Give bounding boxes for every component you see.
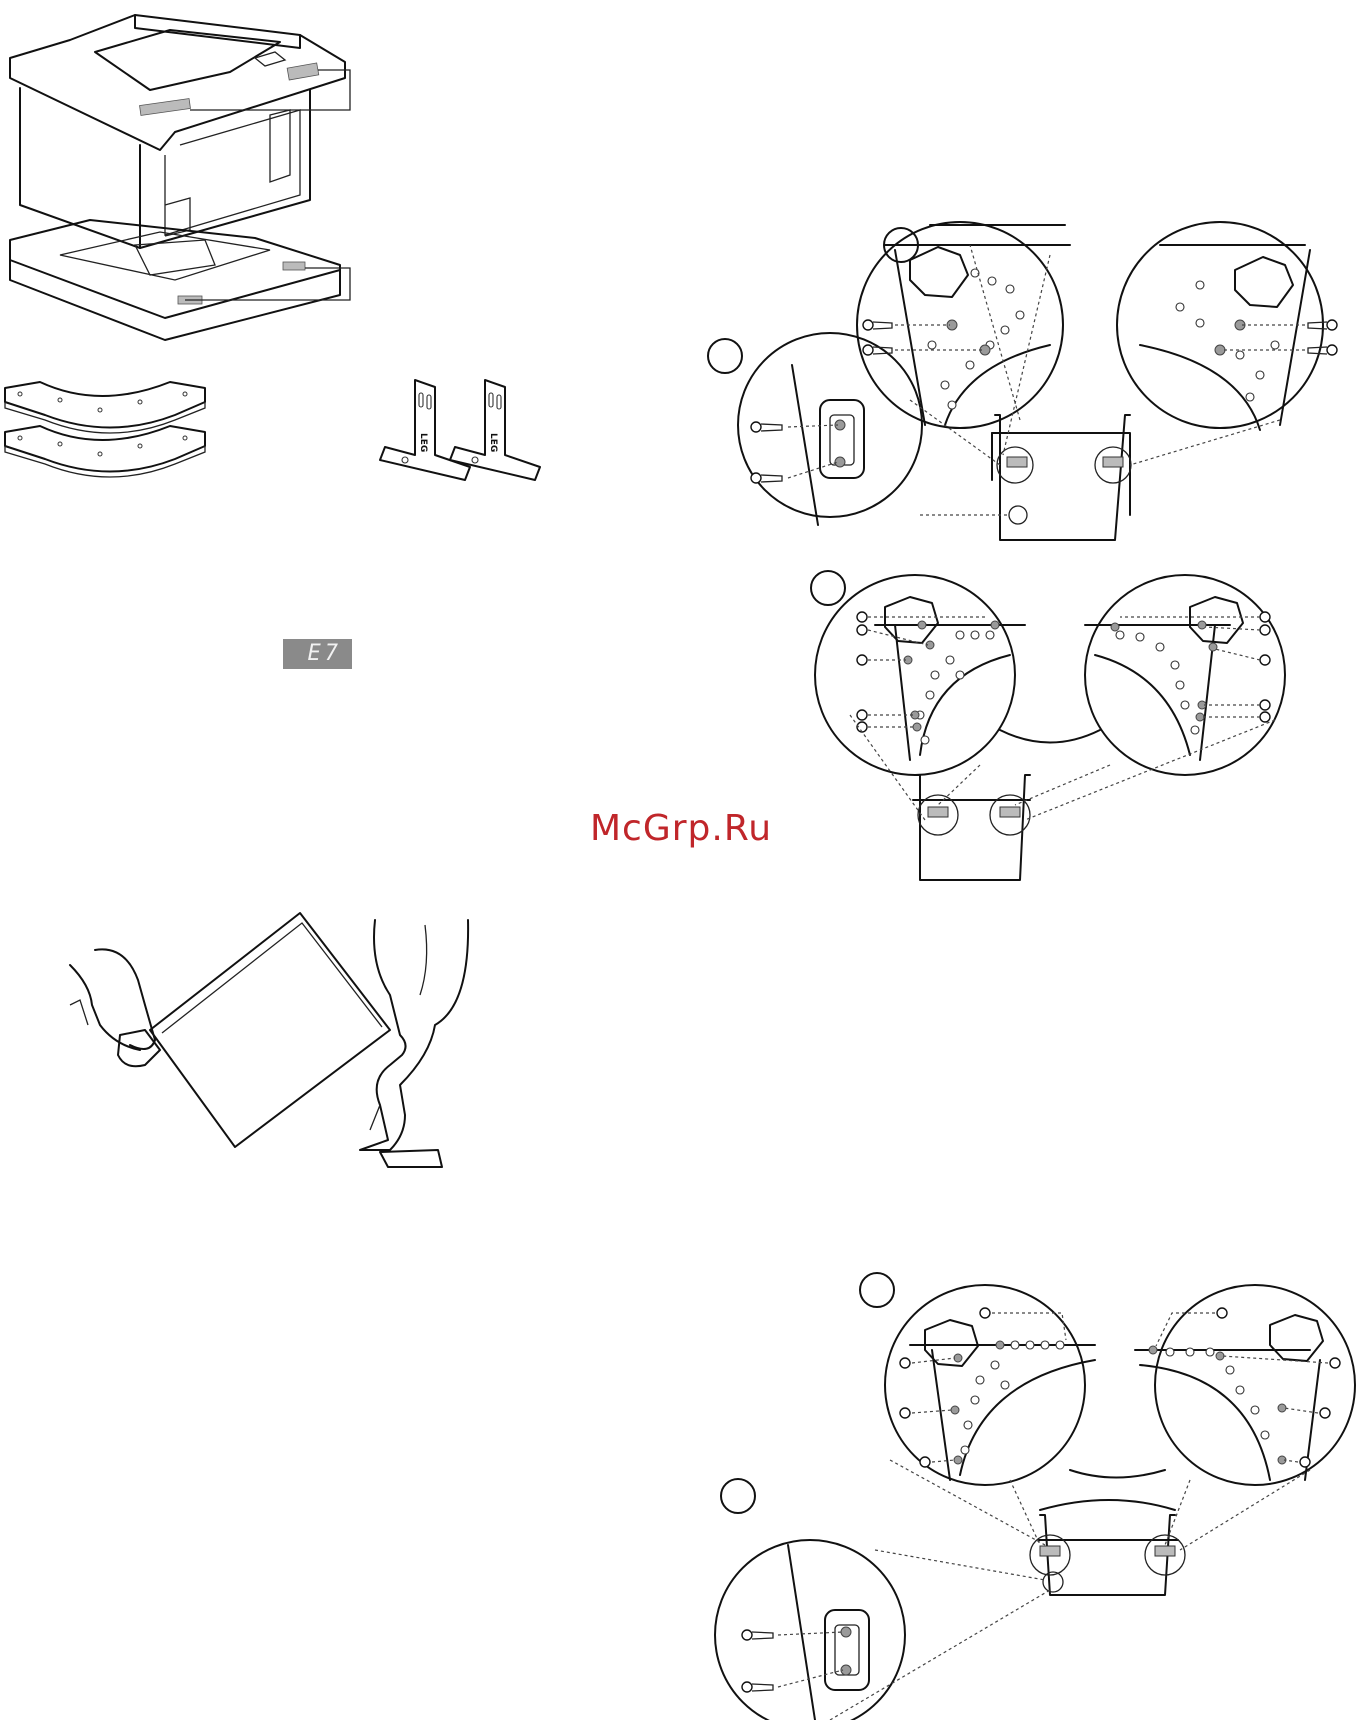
leg-label-left: LEG — [418, 433, 428, 452]
error-code-display: E7 — [283, 639, 352, 669]
leg-label-right: LEG — [488, 433, 498, 452]
leg-brackets-illustration: LEG LEG — [375, 375, 550, 490]
packaging-illustration — [0, 0, 360, 350]
assembly-diagram-middle — [820, 565, 1305, 900]
lifting-illustration — [70, 905, 490, 1180]
watermark: McGrp.Ru — [590, 808, 772, 849]
stacking-plates-illustration — [0, 380, 210, 485]
assembly-diagram-upper — [720, 225, 1335, 555]
assembly-diagram-lower — [710, 1280, 1350, 1720]
